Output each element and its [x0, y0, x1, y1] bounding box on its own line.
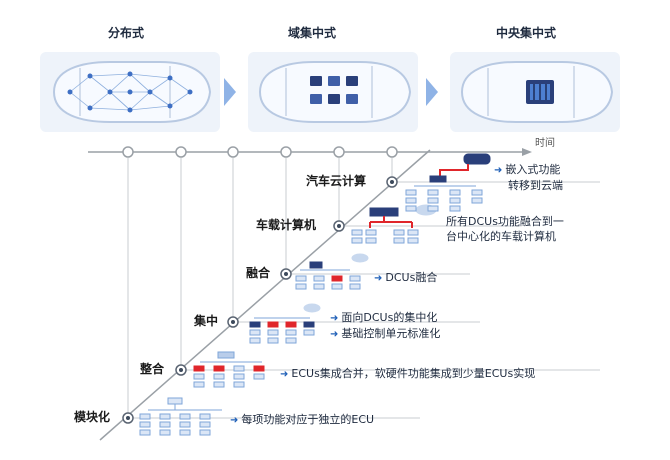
car-domain-icon: [258, 61, 412, 123]
step-label-integration: 整合: [140, 362, 165, 376]
desc-line: DCUs融合: [385, 271, 438, 284]
network-tree-icon-6: [405, 153, 491, 212]
timeline-axis: [88, 146, 532, 158]
desc-line: 面向DCUs的集中化: [341, 311, 438, 324]
desc-line: ECUs集成合并，软硬件功能集成到少量ECUs实现: [291, 367, 536, 380]
desc-line: 基础控制单元标准化: [341, 327, 441, 340]
bullet-arrow-icon: ➜: [330, 313, 339, 324]
step-desc-modular: ➜每项功能对应于独立的ECU: [230, 412, 374, 428]
cloud-icon: [463, 153, 491, 165]
car-distributed-card: [40, 52, 220, 132]
bullet-arrow-icon: ➜: [230, 415, 239, 426]
desc-line: 嵌入式功能: [505, 163, 561, 176]
bullet-arrow-icon: ➜: [280, 369, 289, 380]
step-desc-fusion: ➜DCUs融合: [374, 270, 437, 286]
step-label-vehicle-computer: 车载计算机: [256, 218, 317, 232]
network-tree-icon-3: [249, 303, 321, 344]
desc-line: 每项功能对应于独立的ECU: [241, 413, 375, 426]
network-tree-icon-1: [139, 397, 222, 436]
bullet-arrow-icon: ➜: [494, 165, 503, 176]
stage-title-central: 中央集中式: [496, 26, 557, 40]
axis-label-time: 时间: [535, 138, 555, 149]
network-tree-icon-4: [295, 253, 369, 290]
step-desc-car-cloud: ➜嵌入式功能 转移到云端: [494, 162, 563, 193]
step-label-fusion: 融合: [246, 266, 271, 280]
stage-arrow-1: [224, 78, 236, 106]
car-central-icon: [460, 61, 614, 123]
step-label-centralization: 集中: [194, 314, 219, 328]
desc-line: 台中心化的车载计算机: [446, 230, 556, 243]
step-desc-vehicle-computer: 所有DCUs功能融合到一 台中心化的车载计算机: [446, 214, 564, 244]
car-domain-card: [248, 52, 418, 132]
desc-line: 所有DCUs功能融合到一: [446, 215, 564, 228]
network-tree-icon-5: [351, 204, 437, 244]
bullet-arrow-icon: ➜: [330, 329, 339, 340]
bullet-arrow-icon: ➜: [374, 273, 383, 284]
step-label-car-cloud: 汽车云计算: [306, 174, 367, 188]
step-label-modular: 模块化: [74, 410, 111, 424]
car-distributed-icon: [52, 61, 212, 123]
step-desc-integration: ➜ECUs集成合并，软硬件功能集成到少量ECUs实现: [280, 366, 535, 382]
stage-title-domain: 域集中式: [288, 26, 337, 40]
step-desc-centralization: ➜面向DCUs的集中化 ➜基础控制单元标准化: [330, 310, 440, 342]
network-tree-icon-2: [193, 351, 265, 388]
desc-line: 转移到云端: [508, 179, 563, 192]
stage-title-distributed: 分布式: [108, 26, 145, 40]
stage-arrow-2: [426, 78, 438, 106]
car-central-card: [450, 52, 620, 132]
